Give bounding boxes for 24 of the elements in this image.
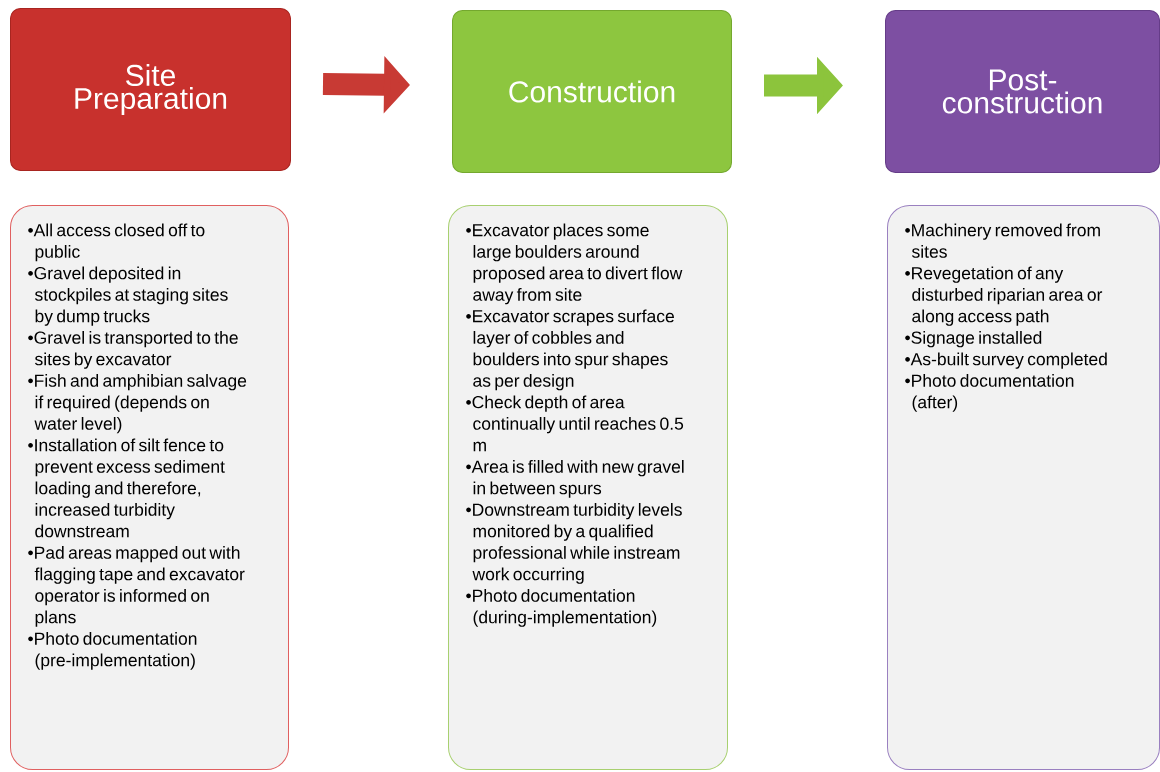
stage-header-box: Construction bbox=[452, 10, 732, 173]
stage-task-box bbox=[887, 205, 1160, 770]
bullet-item: •Check depth of area continually until reaches 0.5 m bbox=[466, 395, 684, 452]
bullet-item: •As-built survey completed bbox=[905, 352, 1107, 369]
stage-task-box bbox=[448, 205, 728, 770]
bullet-item: •Pad areas mapped out with flagging tape and excavator operator is informed on plans bbox=[28, 546, 245, 627]
bullet-item: •Excavator scrapes surface layer of cobbles and boulders into spur shapes as per design bbox=[466, 309, 674, 391]
bullet-item: •Gravel deposited in stockpiles at staging sites by dump trucks bbox=[28, 266, 228, 326]
bullet-item: •All access closed off to public bbox=[28, 223, 205, 262]
bullet-item: •Installation of silt fence to prevent excess sediment loading and therefore, increased turbidity downstream bbox=[28, 438, 225, 538]
bullet-item: •Machinery removed from sites bbox=[905, 223, 1100, 258]
stage-header-box: Site Preparation bbox=[10, 8, 291, 171]
bullet-item: •Revegetation of any disturbed riparian area or along access path bbox=[905, 266, 1103, 326]
bullet-item: •Fish and amphibian salvage if required (depends on water level) bbox=[28, 374, 247, 434]
bullet-item: •Downstream turbidity levels monitored by a qualified professional while instream work occurring bbox=[466, 503, 682, 584]
bullet-item: •Photo documentation (pre-implementation) bbox=[28, 632, 197, 670]
bullet-item: •Gravel is transported to the sites by excavator bbox=[28, 331, 238, 369]
bullet-item: •Photo documentation (after) bbox=[905, 374, 1074, 412]
bullet-item: •Area is filled with new gravel in between spurs bbox=[466, 460, 684, 498]
bullet-item: •Photo documentation (during-implementation) bbox=[466, 589, 657, 627]
bullet-item: •Signage installed bbox=[905, 331, 1042, 348]
stage-header-box: Post-construction bbox=[885, 10, 1160, 173]
bullet-item: •Excavator places some large boulders around proposed area to divert flow away from site bbox=[466, 223, 683, 305]
stage-task-box bbox=[10, 205, 289, 770]
